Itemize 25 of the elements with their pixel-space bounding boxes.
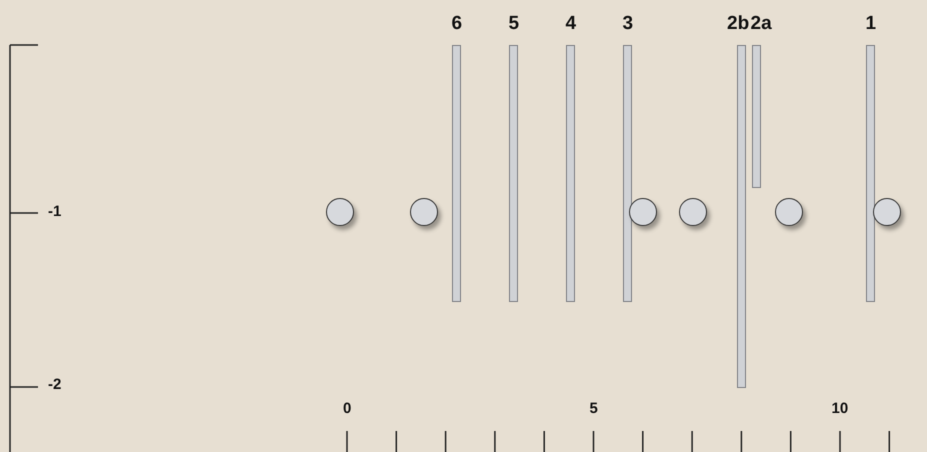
vertical-bar (452, 45, 461, 302)
vertical-bar (623, 45, 632, 302)
circle-marker (775, 198, 803, 226)
circle-marker (629, 198, 657, 226)
y-tick-label: -2 (48, 376, 62, 393)
circle-marker (410, 198, 438, 226)
x-tick-label: 10 (832, 400, 848, 417)
circle-marker (326, 198, 354, 226)
vertical-bar (752, 45, 761, 188)
vertical-bar (566, 45, 575, 302)
circle-marker (679, 198, 707, 226)
bar-label: 1 (866, 13, 876, 35)
vertical-bar (509, 45, 518, 302)
circle-marker (873, 198, 901, 226)
x-tick-label: 0 (343, 400, 352, 417)
vertical-bar (866, 45, 875, 302)
bar-label: 2b (727, 13, 750, 35)
vertical-bar (737, 45, 746, 388)
bar-label: 5 (508, 13, 520, 35)
y-tick-label: -1 (48, 203, 62, 220)
bar-label: 4 (566, 13, 576, 35)
bar-label: 3 (622, 13, 634, 35)
x-tick-label: 5 (590, 400, 598, 417)
bar-label: 6 (452, 13, 462, 35)
bar-label: 2a (750, 13, 772, 35)
